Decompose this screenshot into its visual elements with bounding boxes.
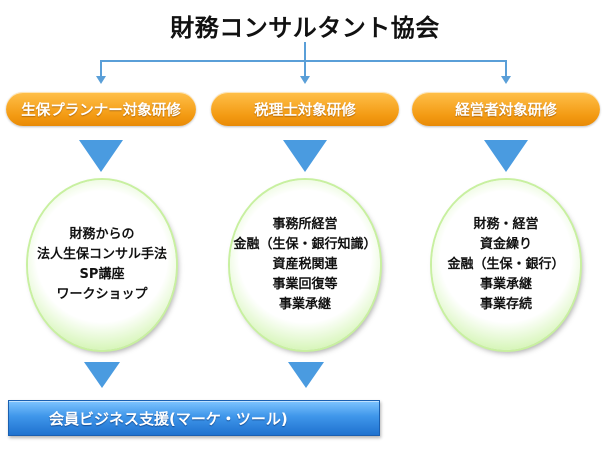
content-item: 財務からの bbox=[69, 227, 135, 242]
arrow-down-icon bbox=[96, 76, 106, 84]
connector-right bbox=[505, 60, 507, 76]
content-item: 財務・経営 bbox=[473, 217, 539, 232]
triangle-down-icon bbox=[484, 140, 528, 172]
content-item: 金融（生保・銀行） bbox=[447, 257, 565, 272]
program-content-planner: 財務からの 法人生保コンサル手法 SP講座 ワークショップ bbox=[28, 180, 176, 350]
content-item: 資金繰り bbox=[479, 237, 532, 252]
triangle-down-icon bbox=[288, 362, 324, 388]
program-pill-manager: 経営者対象研修 bbox=[412, 92, 600, 126]
member-support-banner: 会員ビジネス支援(マーケ・ツール) bbox=[8, 400, 380, 436]
arrow-down-icon bbox=[501, 76, 511, 84]
connector-left bbox=[100, 60, 102, 76]
content-item: 事業存続 bbox=[479, 297, 532, 312]
program-content-tax-accountant: 事務所経営 金融（生保・銀行知識） 資産税関連 事業回復等 事業承継 bbox=[230, 180, 380, 350]
content-item: 事業承継 bbox=[479, 277, 532, 292]
program-content-manager: 財務・経営 資金繰り 金融（生保・銀行） 事業承継 事業存続 bbox=[432, 180, 580, 350]
connector-trunk bbox=[304, 42, 306, 60]
content-item: 事務所経営 bbox=[272, 217, 338, 232]
content-item: 資産税関連 bbox=[272, 257, 338, 272]
triangle-down-icon bbox=[283, 140, 327, 172]
content-item: ワークショップ bbox=[56, 287, 148, 302]
program-pill-planner: 生保プランナー対象研修 bbox=[6, 92, 196, 126]
content-item: SP講座 bbox=[79, 267, 125, 282]
triangle-down-icon bbox=[84, 362, 120, 388]
arrow-down-icon bbox=[300, 76, 310, 84]
content-item: 法人生保コンサル手法 bbox=[36, 247, 167, 262]
page-title: 財務コンサルタント協会 bbox=[170, 14, 440, 42]
content-item: 金融（生保・銀行知識） bbox=[233, 237, 377, 252]
connector-center bbox=[304, 60, 306, 76]
connector-horizontal bbox=[100, 60, 506, 62]
triangle-down-icon bbox=[79, 140, 123, 172]
program-pill-tax-accountant: 税理士対象研修 bbox=[211, 92, 399, 126]
content-item: 事業承継 bbox=[278, 297, 331, 312]
content-item: 事業回復等 bbox=[272, 277, 338, 292]
